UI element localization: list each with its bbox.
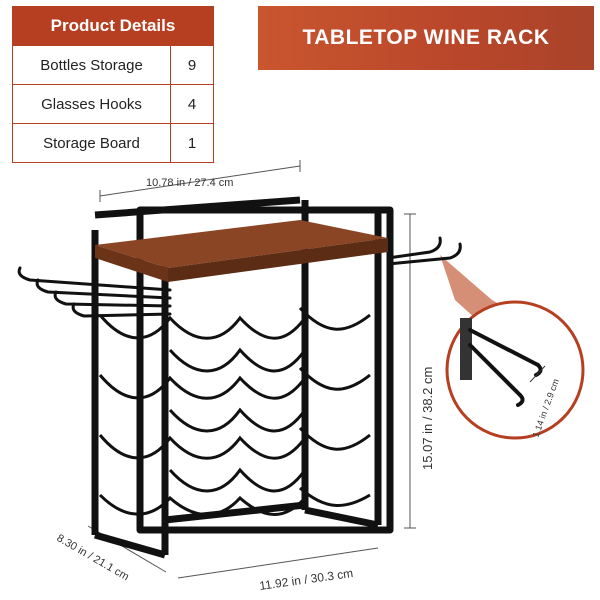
height-label: 15.07 in / 38.2 cm	[420, 367, 435, 470]
base-width-label: 11.92 in / 30.3 cm	[258, 566, 354, 593]
table-row: Bottles Storage 9	[12, 45, 214, 85]
glass-hooks	[17, 236, 462, 318]
row-value: 9	[170, 45, 214, 85]
storage-board	[95, 220, 388, 268]
banner-title: TABLETOP WINE RACK	[302, 26, 550, 49]
bottle-holder-wires	[98, 306, 371, 516]
table-row: Storage Board 1	[12, 123, 214, 163]
title-banner: TABLETOP WINE RACK	[258, 6, 594, 70]
hook-detail	[460, 318, 543, 407]
row-label: Bottles Storage	[12, 45, 171, 85]
top-width-label: 10.78 in / 27.4 cm	[146, 177, 233, 189]
table-header: Product Details	[12, 6, 214, 46]
product-details-table: Product Details Bottles Storage 9 Glasse…	[12, 6, 214, 163]
row-value: 1	[170, 123, 214, 163]
table-row: Glasses Hooks 4	[12, 84, 214, 124]
row-value: 4	[170, 84, 214, 124]
row-label: Storage Board	[12, 123, 171, 163]
row-label: Glasses Hooks	[12, 84, 171, 124]
